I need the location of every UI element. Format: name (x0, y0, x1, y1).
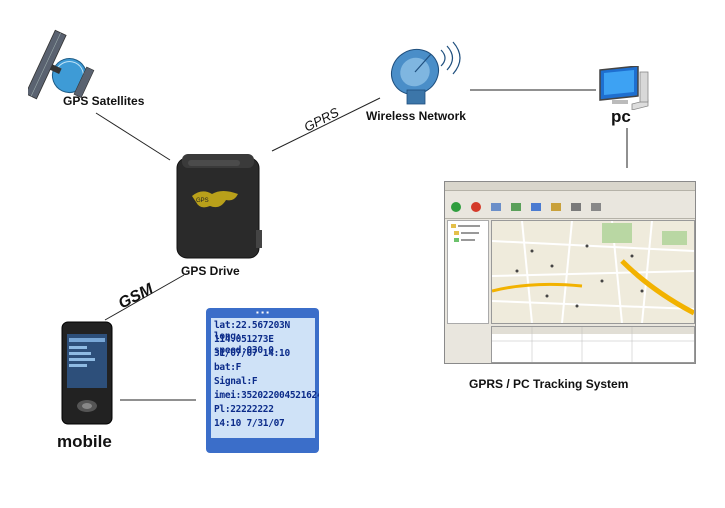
sms-line: Signal:F (214, 376, 258, 387)
line-drive-to-wireless (271, 97, 381, 152)
satellite-icon (28, 29, 95, 100)
toolbar-button[interactable] (469, 201, 483, 215)
wireless-label: Wireless Network (366, 109, 466, 123)
sms-screen-footer (206, 439, 319, 453)
toolbar-button[interactable] (449, 201, 463, 215)
sms-line: 114.051273E speed:030.0 (214, 334, 274, 356)
gps-tracker-icon: GPS (176, 154, 262, 259)
sms-line: 31/07/07 14:10 (214, 348, 290, 359)
sms-line: Pl:22222222 (214, 404, 274, 415)
satellites-label: GPS Satellites (63, 94, 145, 108)
sms-screen-header: ▪ ▪ ▪ (256, 308, 269, 317)
street-map[interactable] (491, 220, 695, 324)
data-grid[interactable] (491, 326, 695, 363)
toolbar-button[interactable] (569, 201, 583, 215)
mobile-label: mobile (57, 432, 112, 451)
dish-antenna-icon (390, 41, 461, 105)
phone-sms-screen: ▪ ▪ ▪ lat:22.567203N long: 114.051273E s… (206, 308, 319, 453)
gps-drive-label: GPS Drive (181, 264, 240, 278)
window-toolbar (445, 198, 695, 219)
svg-text:GPS: GPS (196, 198, 209, 204)
computer-icon (599, 66, 649, 110)
mobile-phone-icon (61, 321, 113, 425)
sms-line: bat:F (214, 362, 242, 373)
sms-line: imei:352022004521624 (214, 390, 319, 401)
line-satellite-to-drive (95, 112, 171, 161)
toolbar-button[interactable] (529, 201, 543, 215)
tracking-system-label: GPRS / PC Tracking System (469, 377, 629, 391)
toolbar-button[interactable] (549, 201, 563, 215)
sms-message-body: lat:22.567203N long: 114.051273E speed:0… (211, 318, 319, 438)
toolbar-button[interactable] (489, 201, 503, 215)
sms-line: 14:10 7/31/07 (214, 418, 285, 429)
toolbar-button[interactable] (509, 201, 523, 215)
device-tree-panel[interactable] (447, 220, 489, 324)
window-menubar (445, 191, 695, 198)
toolbar-button[interactable] (589, 201, 603, 215)
window-titlebar (445, 182, 695, 191)
pc-label: pc (611, 107, 631, 126)
sms-line: lat:22.567203N long: (214, 320, 290, 342)
tracking-software-window (444, 181, 696, 364)
line-drive-to-mobile (104, 274, 185, 321)
